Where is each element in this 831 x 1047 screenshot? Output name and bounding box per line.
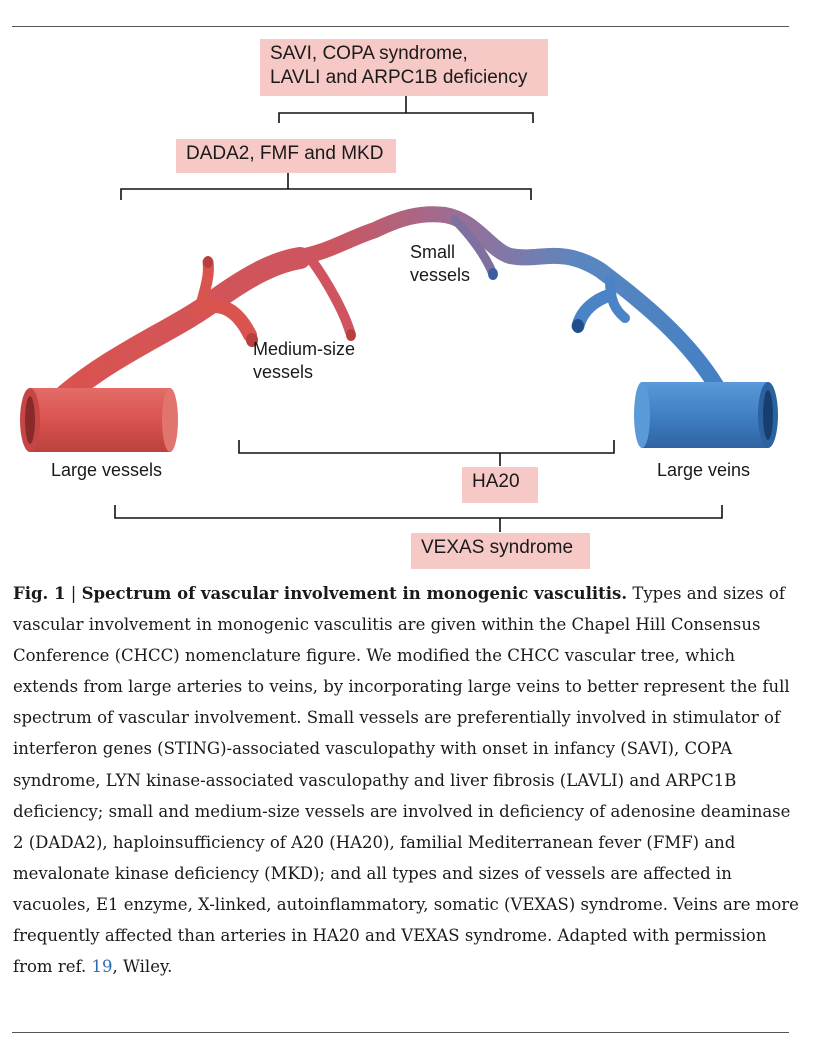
reference-link[interactable]: 19 xyxy=(91,957,113,977)
ha20-bracket xyxy=(238,440,615,466)
savi-box-line-1: SAVI, COPA syndrome, xyxy=(270,43,468,64)
small-vessel-end-cap-1 xyxy=(346,329,356,341)
dada2-box-label: DADA2, FMF and MKD xyxy=(186,143,384,164)
large-artery-cylinder xyxy=(20,388,178,452)
vein-branch-end-cap xyxy=(572,319,584,333)
large-vessels-label: Large vessels xyxy=(51,460,163,480)
bottom-rule xyxy=(12,1032,789,1033)
vexas-box-label: VEXAS syndrome xyxy=(421,537,574,558)
vexas-bracket xyxy=(114,505,723,532)
small-vessels-label: Small vessels xyxy=(410,241,470,287)
top-rule xyxy=(12,26,789,27)
figure-caption: Fig. 1 | Spectrum of vascular involvemen… xyxy=(13,578,803,982)
ha20-box: HA20 xyxy=(462,467,538,503)
vein-side-branch xyxy=(571,288,617,333)
medium-size-vessels-label: Medium-size vessels xyxy=(253,338,355,384)
dada2-bracket xyxy=(120,172,532,200)
dada2-box: DADA2, FMF and MKD xyxy=(176,139,396,173)
small-vessel-branch-left xyxy=(305,253,355,337)
savi-box-line-2: LAVLI and ARPC1B deficiency xyxy=(270,67,528,88)
vascular-tree-drawing xyxy=(20,96,778,532)
small-vessels-label-line-1: Small xyxy=(410,242,456,262)
caption-body: Types and sizes of vascular involvement … xyxy=(13,584,799,977)
medium-size-vessels-label-line-1: Medium-size xyxy=(253,339,356,359)
medium-size-vessels-label-line-2: vessels xyxy=(253,362,314,382)
figure-number: Fig. 1 xyxy=(13,584,66,603)
small-twig-1 xyxy=(194,256,214,314)
ha20-box-label: HA20 xyxy=(472,471,520,492)
small-vessels-label-line-2: vessels xyxy=(410,265,471,285)
vein-side-branch-2 xyxy=(605,275,630,323)
medium-vessel-end-cap xyxy=(246,333,258,347)
figure-title: Spectrum of vascular involvement in mono… xyxy=(81,584,628,603)
savi-bracket xyxy=(278,96,534,123)
small-vessel-end-cap-3 xyxy=(488,268,498,280)
vascular-tree-figure: SAVI, COPA syndrome, LAVLI and ARPC1B de… xyxy=(20,39,778,569)
large-veins-label: Large veins xyxy=(657,460,751,480)
vessel-tree xyxy=(49,206,728,411)
small-vessel-branch-mid xyxy=(450,215,497,277)
savi-box: SAVI, COPA syndrome, LAVLI and ARPC1B de… xyxy=(260,39,548,96)
caption-suffix: , Wiley. xyxy=(112,957,173,977)
vexas-box: VEXAS syndrome xyxy=(411,533,590,569)
small-vessel-end-cap-2 xyxy=(203,256,213,268)
large-vein-cylinder xyxy=(634,382,778,448)
main-arch xyxy=(287,206,728,400)
caption-separator: | xyxy=(70,584,77,603)
